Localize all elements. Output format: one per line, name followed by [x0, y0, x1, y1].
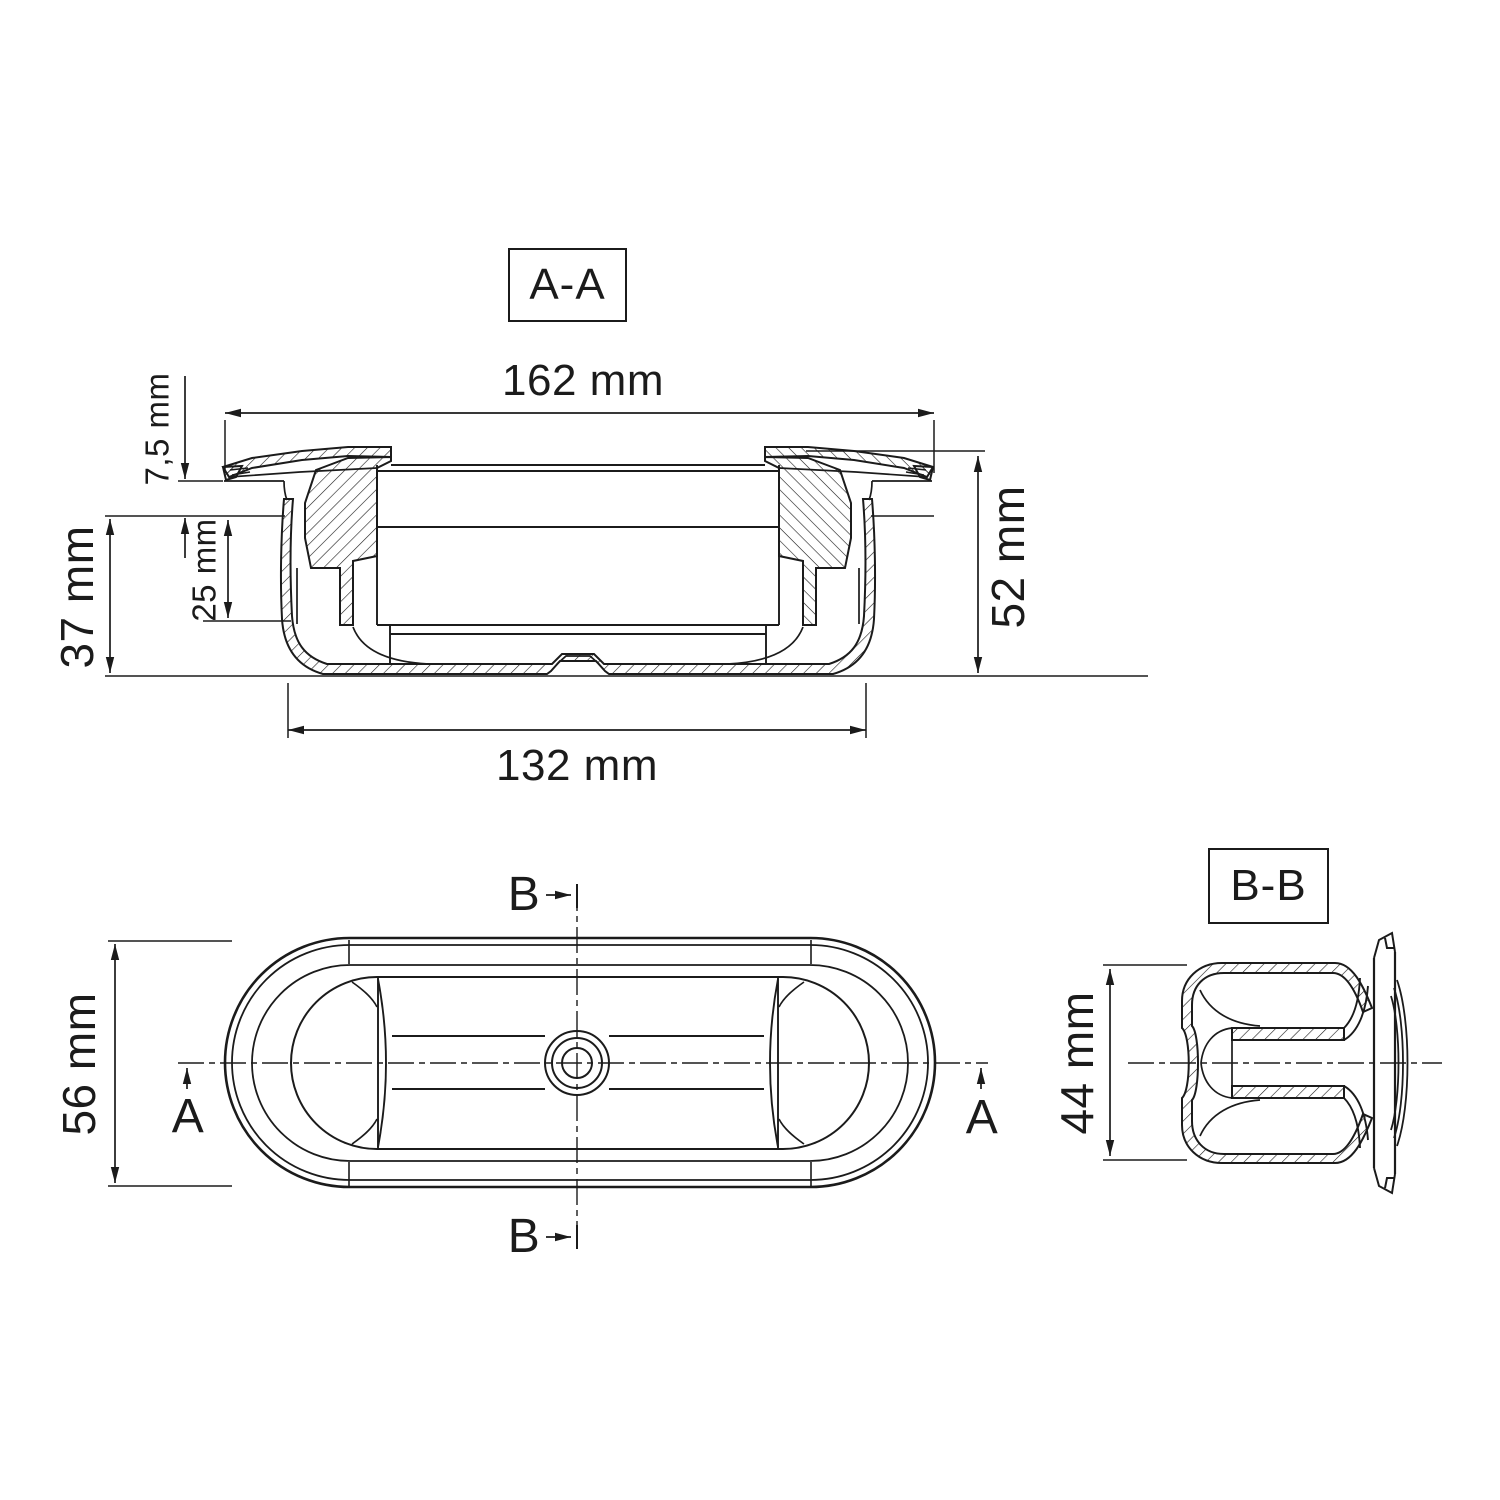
section-aa-title: A-A [508, 248, 627, 322]
plan-view-drawing [108, 884, 988, 1249]
section-bb-title: B-B [1208, 848, 1329, 924]
dim-plan-height: 56 mm [53, 992, 105, 1136]
dim-overall-width: 162 mm [502, 356, 664, 405]
dim-flange-height: 7,5 mm [138, 372, 176, 486]
cut-marker-b-bottom: B [507, 1210, 541, 1263]
cut-marker-a-right: A [965, 1091, 999, 1144]
dim-body-width: 132 mm [496, 741, 658, 790]
dim-overall-height: 52 mm [982, 485, 1034, 629]
cut-marker-a-left: A [171, 1090, 205, 1143]
section-aa-drawing [221, 446, 934, 675]
dim-recess-depth: 37 mm [51, 525, 103, 669]
cut-marker-b-top: B [507, 868, 541, 921]
section-bb-drawing [1103, 931, 1442, 1195]
section-aa-dimensions [105, 376, 1148, 738]
dim-inner-depth: 25 mm [185, 518, 223, 622]
dim-section-b-height: 44 mm [1051, 991, 1103, 1135]
